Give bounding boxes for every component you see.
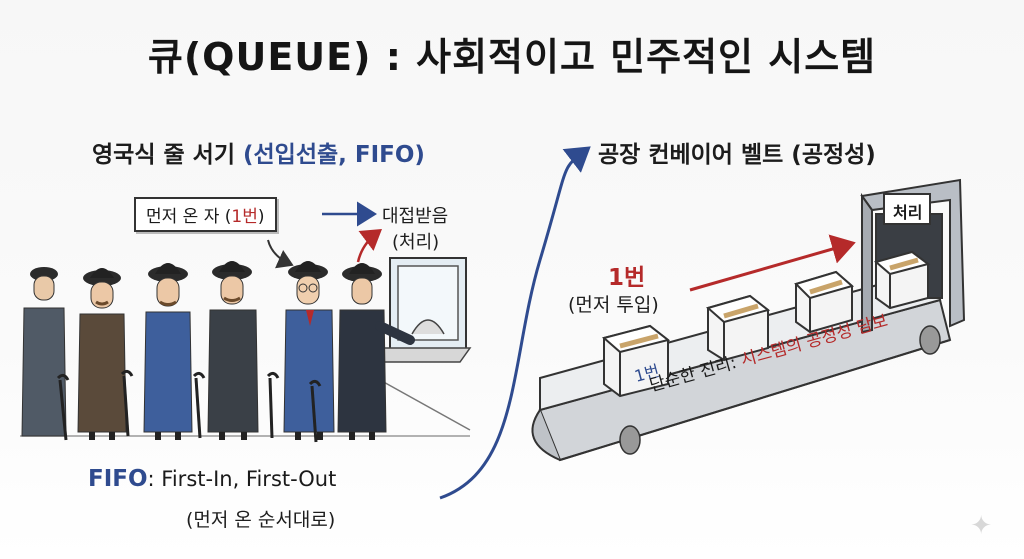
- left-heading-accent: (선입선출, FIFO): [243, 142, 425, 168]
- fifo-definition: FIFO: First-In, First-Out: [88, 466, 336, 492]
- umbrella-icons: [56, 369, 322, 443]
- processing-gate: [860, 178, 966, 334]
- first-subtext: (먼저 투입): [568, 294, 659, 316]
- left-heading-main: 영국식 줄 서기: [92, 142, 235, 168]
- belt-direction-arrow: [689, 234, 856, 292]
- transition-arrow: [439, 146, 591, 500]
- first-number: 1번: [608, 265, 646, 291]
- person-6-at-window: [337, 263, 415, 440]
- fifo-key: FIFO: [88, 466, 148, 492]
- person-3: [143, 263, 193, 440]
- callout-text-pre: 먼저 온 자 (: [146, 207, 232, 227]
- person-1: [21, 267, 67, 437]
- right-heading: 공장 컨베이어 벨트 (공정성): [598, 142, 876, 168]
- served-arrow: [356, 228, 382, 263]
- served-label: 대접받음: [382, 206, 449, 227]
- first-come-callout: 먼저 온 자 (1번): [134, 197, 277, 232]
- counter-edge: [379, 379, 471, 431]
- fifo-text: : First-In, First-Out: [147, 467, 337, 491]
- person-4: [207, 261, 259, 440]
- person-5: [283, 261, 335, 440]
- fifo-subtext: (먼저 온 순서대로): [186, 509, 336, 531]
- gate-label: 처리: [893, 203, 923, 222]
- person-2: [77, 268, 127, 440]
- page-title: 큐(QUEUE) : 사회적이고 민주적인 시스템: [147, 35, 877, 79]
- callout-number: 1번: [231, 207, 258, 227]
- cardboard-box-icons: [601, 250, 931, 398]
- processed-label: (처리): [392, 232, 440, 253]
- callout-text-post: ): [257, 207, 265, 227]
- sparkle-icon: ✦: [970, 511, 992, 541]
- left-heading: 영국식 줄 서기 (선입선출, FIFO): [92, 135, 425, 169]
- callout-arrow-down: [267, 239, 294, 269]
